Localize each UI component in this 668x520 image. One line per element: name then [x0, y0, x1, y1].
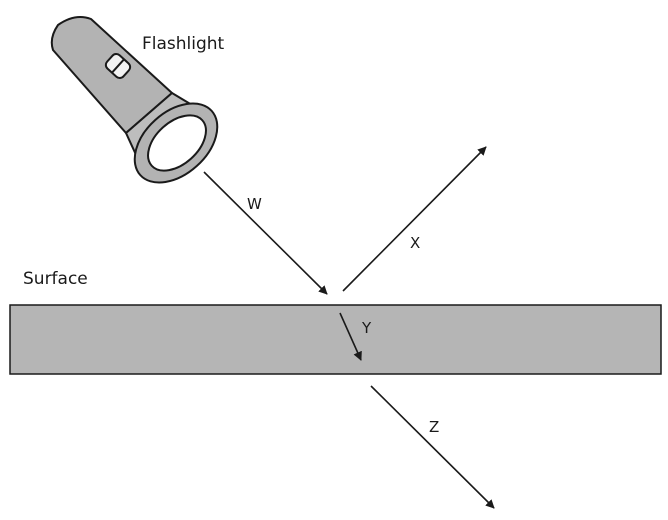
ray-w-arrow: [203, 171, 328, 295]
ray-x-label: X: [410, 234, 420, 252]
flashlight-label: Flashlight: [142, 34, 225, 54]
ray-z-arrow: [370, 385, 495, 509]
flashlight-switch: [104, 53, 132, 79]
flashlight-lens: [147, 114, 207, 172]
flashlight-icon: [50, 16, 219, 184]
surface-slab: [9, 304, 662, 375]
ray-y-label: Y: [361, 319, 372, 337]
surface-label: Surface: [23, 269, 88, 289]
ray-x-arrow: [342, 146, 487, 292]
ray-w-label: W: [247, 195, 262, 213]
ray-z-label: Z: [429, 418, 439, 436]
ray-y-arrow: [339, 312, 362, 361]
